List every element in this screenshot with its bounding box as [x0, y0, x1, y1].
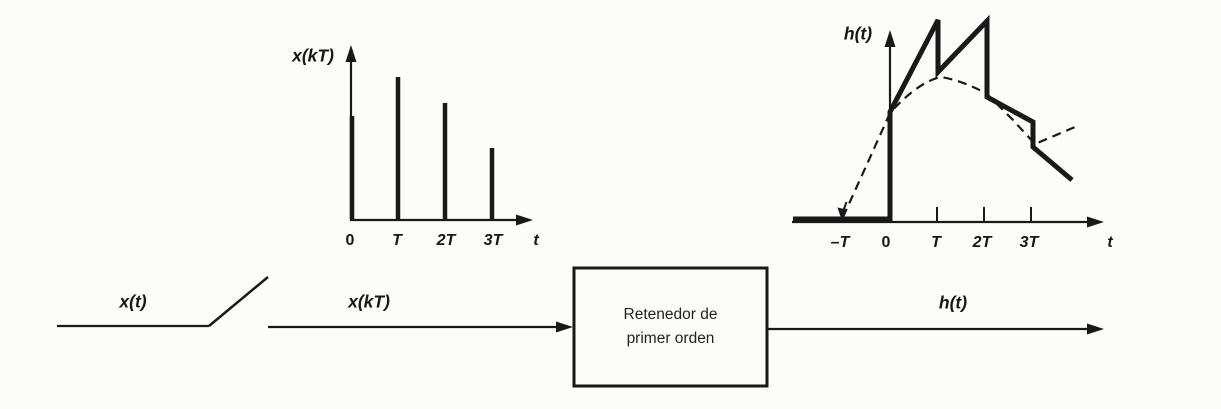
- signal-label-xt: x(t): [119, 291, 147, 312]
- right-tick-0: 0: [881, 234, 891, 251]
- left-tick-0: 0: [345, 232, 355, 249]
- left-plot-y-arrowhead: [345, 45, 357, 62]
- sampled-wire-arrowhead: [556, 321, 573, 333]
- hold-output-curve: [793, 14, 1074, 222]
- output-wire-arrowhead: [1087, 323, 1104, 335]
- hold-block-label-line2: primer orden: [626, 330, 715, 347]
- hold-block-label-line1: Retenedor de: [623, 306, 718, 323]
- right-axis-t-label: t: [1107, 234, 1113, 251]
- left-plot-x-arrowhead: [516, 214, 533, 226]
- dashed-curve-start-arrowhead: [837, 207, 847, 218]
- signal-label-ht: h(t): [938, 292, 968, 313]
- right-plot-y-arrowhead: [884, 30, 896, 47]
- right-tick-2T: 2T: [972, 234, 992, 251]
- right-tick-minusT: –T: [830, 234, 850, 251]
- left-axis-t-label: t: [533, 232, 539, 249]
- left-tick-2T: 2T: [436, 232, 456, 249]
- left-plot-ylabel: x(kT): [292, 45, 334, 66]
- input-signal-dashed-curve: [841, 75, 1076, 218]
- right-tick-3T: 3T: [1019, 234, 1039, 251]
- left-tick-T: T: [392, 232, 402, 249]
- left-tick-3T: 3T: [483, 232, 503, 249]
- hold-block-box: [572, 266, 769, 388]
- signal-label-xkt: x(kT): [348, 291, 390, 312]
- sampler-switch-arm: [208, 276, 269, 327]
- hold-block-label: Retenedor de primer orden: [574, 268, 767, 386]
- right-tick-T: T: [931, 234, 941, 251]
- right-plot-x-arrowhead: [1087, 216, 1104, 228]
- right-plot-ylabel: h(t): [843, 23, 873, 44]
